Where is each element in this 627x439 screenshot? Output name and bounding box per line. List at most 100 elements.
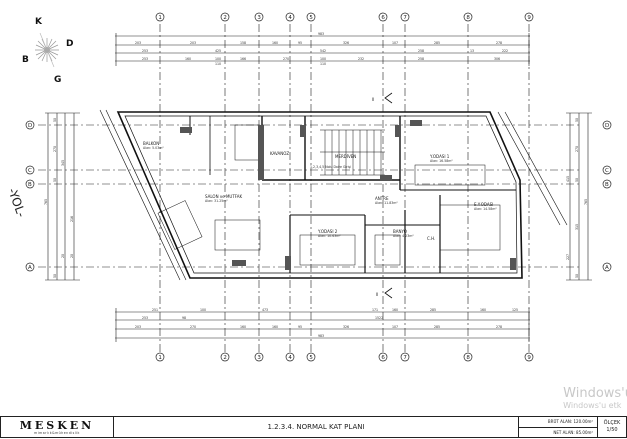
svg-text:160: 160 xyxy=(185,57,191,61)
svg-text:Alan: 31.25m²: Alan: 31.25m² xyxy=(205,199,228,203)
grid-bubbles-top: 1 2 3 4 5 6 7 8 9 xyxy=(155,12,534,22)
net-area: NET ALAN: 85.00m² xyxy=(553,429,593,435)
svg-text:2: 2 xyxy=(223,355,227,361)
svg-text:Alan: 14.58m²: Alan: 14.58m² xyxy=(474,207,497,211)
svg-text:306: 306 xyxy=(494,57,500,61)
gross-area: BRÜT ALAN: 120.00m² xyxy=(519,417,597,428)
room-banyo: BANYO xyxy=(393,229,407,234)
company-name: MESKEN xyxy=(19,418,95,432)
svg-text:50: 50 xyxy=(575,274,579,278)
svg-text:Alan: 16.58m²: Alan: 16.58m² xyxy=(430,159,453,163)
scale-label: ÖLÇEK xyxy=(603,420,621,426)
svg-text:Alan: 4.23m²: Alan: 4.23m² xyxy=(393,234,414,238)
svg-text:160: 160 xyxy=(480,308,486,312)
compass-rose-icon: K D G B xyxy=(22,17,73,85)
company-subtitle: mimarlık&mühendislik xyxy=(34,430,80,435)
room-ch: C.H. xyxy=(427,236,435,241)
svg-text:7: 7 xyxy=(403,15,407,21)
svg-text:285: 285 xyxy=(434,41,440,45)
vertical-grid-lines xyxy=(38,24,580,352)
svg-text:270: 270 xyxy=(190,325,196,329)
svg-text:8: 8 xyxy=(466,15,470,21)
svg-text:50: 50 xyxy=(53,178,57,182)
svg-text:98: 98 xyxy=(182,316,186,320)
svg-text:285: 285 xyxy=(434,325,440,329)
left-dimension-lines xyxy=(45,112,80,281)
company-logo: MESKEN mimarlık&mühendislik xyxy=(1,417,114,437)
room-labels: BALKON Alan: 5.03m² SALON ve MUTFAK Alan… xyxy=(143,141,497,241)
compass-south: G xyxy=(54,75,61,85)
room-balkon: BALKON xyxy=(143,141,159,146)
svg-text:983: 983 xyxy=(318,334,324,338)
svg-text:7: 7 xyxy=(403,355,407,361)
svg-text:C: C xyxy=(28,168,32,174)
svg-text:50: 50 xyxy=(53,274,57,278)
compass-north: K xyxy=(35,17,43,27)
svg-text:Alan: 5.03m²: Alan: 5.03m² xyxy=(143,146,164,150)
room-yatak-odasi-2: Y.ODASI 2 xyxy=(317,229,338,234)
grid-bubbles-bottom: 1 2 3 4 5 6 7 8 9 xyxy=(155,352,534,362)
svg-text:5: 5 xyxy=(309,15,313,21)
svg-text:50: 50 xyxy=(575,118,579,122)
section-mark-bottom: II xyxy=(376,287,393,299)
svg-text:13: 13 xyxy=(470,49,474,53)
svg-text:160: 160 xyxy=(240,325,246,329)
svg-text:B: B xyxy=(28,182,32,188)
right-dimension-values: 50 270 50 415 315 227 50 765 xyxy=(566,118,588,278)
svg-text:1522: 1522 xyxy=(375,316,383,320)
svg-text:9: 9 xyxy=(527,15,531,21)
svg-text:50: 50 xyxy=(575,178,579,182)
svg-text:425: 425 xyxy=(215,49,221,53)
svg-text:203: 203 xyxy=(135,41,141,45)
svg-text:232: 232 xyxy=(358,57,364,61)
svg-text:222: 222 xyxy=(502,49,508,53)
grid-bubbles-left: D C B A xyxy=(25,120,35,272)
svg-text:II: II xyxy=(372,97,374,102)
top-dimension-values: 983 203 203 158 160 95 326 107 285 278 2… xyxy=(135,32,508,66)
svg-text:1: 1 xyxy=(158,15,162,21)
svg-text:326: 326 xyxy=(343,41,349,45)
area-summary: BRÜT ALAN: 120.00m² NET ALAN: 85.00m² xyxy=(519,417,598,437)
room-yatak-odasi-1: Y.ODASI 1 xyxy=(429,154,450,159)
room-antre: ANTRE xyxy=(375,196,389,201)
svg-text:50: 50 xyxy=(53,118,57,122)
bottom-dimension-values: 251 100 473 171 160 285 160 125 253 98 1… xyxy=(135,308,518,338)
svg-text:4: 4 xyxy=(288,15,292,21)
svg-text:765: 765 xyxy=(44,199,48,205)
svg-text:3: 3 xyxy=(257,355,261,361)
svg-text:20: 20 xyxy=(61,254,65,258)
svg-text:270: 270 xyxy=(53,146,57,152)
svg-text:253: 253 xyxy=(142,316,148,320)
room-merdiven: MERDİVEN xyxy=(335,154,356,159)
right-dimension-lines xyxy=(566,112,592,281)
compass-west: B xyxy=(22,55,29,65)
svg-text:100: 100 xyxy=(215,57,221,61)
svg-text:4: 4 xyxy=(288,355,292,361)
svg-text:9: 9 xyxy=(527,355,531,361)
svg-text:Alan: 11.83m²: Alan: 11.83m² xyxy=(375,201,398,205)
svg-text:415: 415 xyxy=(566,176,570,182)
svg-text:95: 95 xyxy=(298,325,302,329)
svg-text:278: 278 xyxy=(496,325,502,329)
svg-text:100: 100 xyxy=(320,57,326,61)
svg-text:765: 765 xyxy=(584,199,588,205)
street-label: -YOL- xyxy=(5,186,28,219)
section-mark-top: II xyxy=(372,92,393,104)
structural-columns xyxy=(180,120,516,270)
room-ebeveyn-yatak-odasi: E.Y.ODASI xyxy=(474,202,493,207)
svg-text:6: 6 xyxy=(381,355,385,361)
svg-text:158: 158 xyxy=(240,41,246,45)
svg-text:473: 473 xyxy=(262,308,268,312)
svg-text:285: 285 xyxy=(430,308,436,312)
entrance-label: 1,2,3,4,5 Nolu Daire Girişi xyxy=(310,165,351,169)
svg-text:166: 166 xyxy=(240,57,246,61)
svg-text:326: 326 xyxy=(343,325,349,329)
scale-value: 1/50 xyxy=(606,427,618,433)
svg-text:251: 251 xyxy=(152,308,158,312)
svg-text:3: 3 xyxy=(257,15,261,21)
svg-text:270: 270 xyxy=(283,57,289,61)
svg-text:227: 227 xyxy=(566,254,570,260)
svg-text:160: 160 xyxy=(272,325,278,329)
svg-text:110: 110 xyxy=(320,62,326,66)
